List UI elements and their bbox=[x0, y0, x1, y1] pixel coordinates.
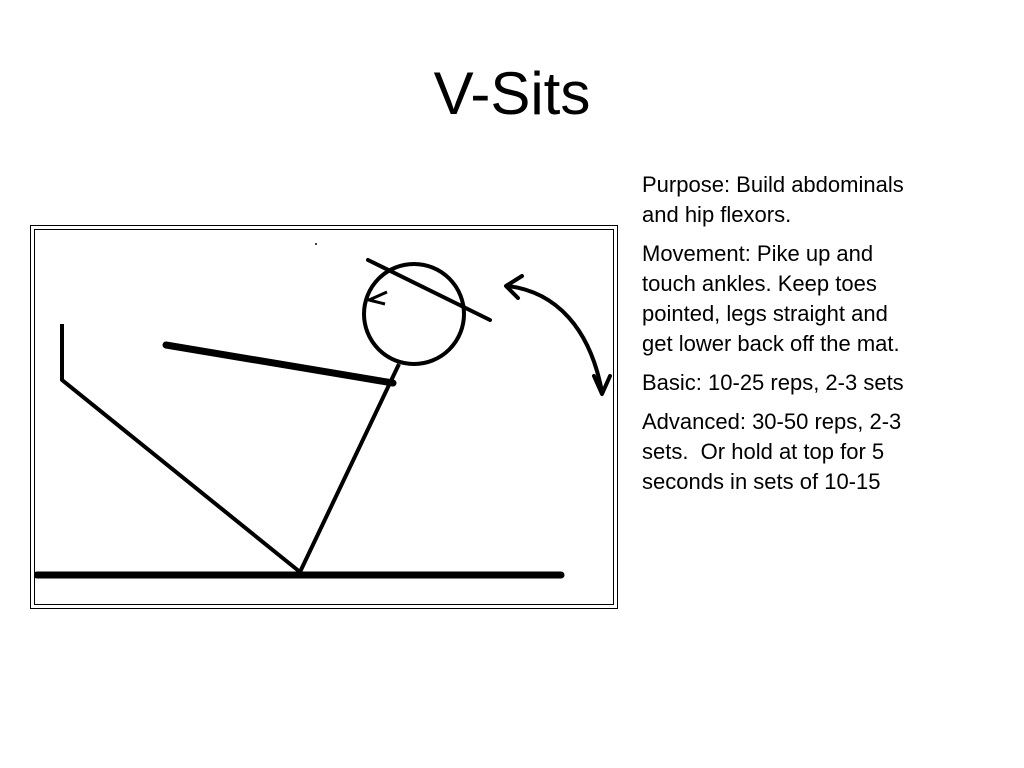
figure-nose bbox=[367, 290, 388, 306]
head-line bbox=[366, 258, 492, 322]
speck-mark bbox=[315, 243, 317, 245]
slide-title: V-Sits bbox=[433, 60, 591, 127]
basic-text: Basic: 10-25 reps, 2-3 sets bbox=[642, 370, 904, 395]
advanced-text: Advanced: 30-50 reps, 2-3 sets. Or hold … bbox=[642, 409, 908, 494]
exercise-figure-frame bbox=[30, 225, 618, 609]
exercise-figure bbox=[34, 229, 614, 605]
figure-legs bbox=[60, 324, 302, 574]
figure-head bbox=[362, 262, 466, 366]
v-sit-stick-figure bbox=[35, 243, 565, 579]
figure-arm bbox=[162, 341, 397, 387]
curved-double-arrow-icon bbox=[504, 274, 612, 396]
movement-text: Movement: Pike up and touch ankles. Keep… bbox=[642, 241, 900, 356]
figure-torso bbox=[298, 363, 401, 573]
purpose-text: Purpose: Build abdominals and hip flexor… bbox=[642, 172, 904, 227]
exercise-description: Purpose: Build abdominals and hip flexor… bbox=[642, 170, 922, 506]
